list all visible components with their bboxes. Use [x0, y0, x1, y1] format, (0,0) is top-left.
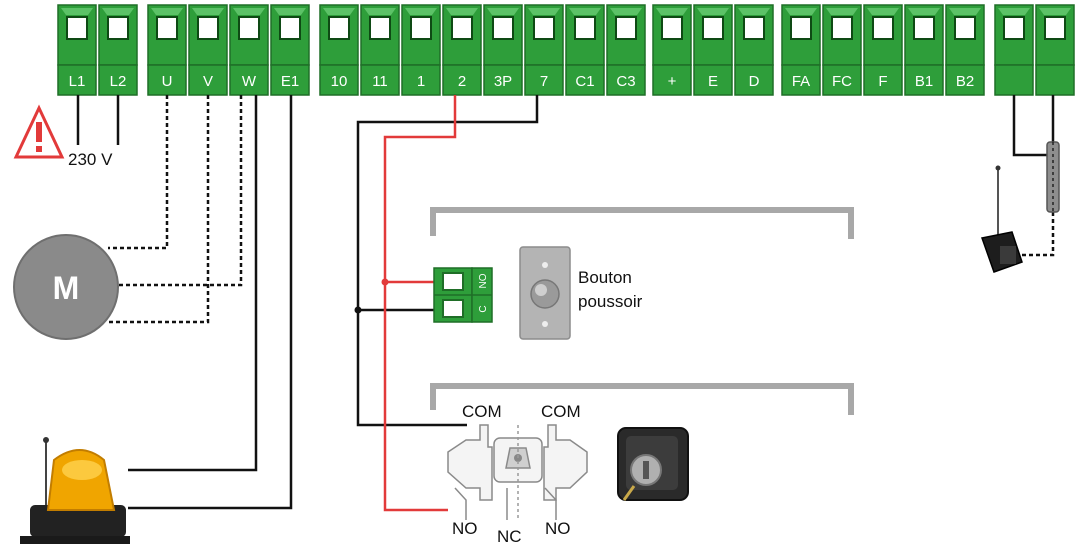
terminal-group-motor: U V W E1 [147, 4, 310, 96]
key-switch-nc: NC [497, 527, 522, 544]
terminal-group-antenna [994, 4, 1075, 96]
supply-voltage-label: 230 V [68, 150, 113, 169]
terminal: 2 [442, 4, 482, 96]
terminal: E [693, 4, 733, 96]
terminal-label: B1 [915, 73, 933, 90]
terminal-label: E1 [281, 73, 299, 90]
push-button-label-1: Bouton [578, 268, 632, 287]
terminal-label: V [203, 73, 213, 90]
motor: M [13, 234, 119, 340]
terminal: 10 [319, 4, 359, 96]
terminal-label: C3 [616, 73, 635, 90]
lamp-wires [128, 95, 293, 510]
terminal: + [652, 4, 692, 96]
key-switch-bracket [430, 383, 854, 415]
terminal-group-limits: FA FC F B1 B2 [781, 4, 985, 96]
terminal: B2 [945, 4, 985, 96]
push-button-label-2: poussoir [578, 292, 643, 311]
command-wires-red [383, 95, 457, 512]
key-switch-contacts [447, 424, 588, 520]
terminal [1035, 4, 1075, 96]
junction-dot [381, 278, 389, 286]
terminal: 7 [524, 4, 564, 96]
terminal: 11 [360, 4, 400, 96]
motor-wires [108, 95, 243, 324]
push-button-device [519, 246, 571, 340]
key-switch-no-left: NO [452, 519, 478, 538]
terminal: E1 [270, 4, 310, 96]
terminal: V [188, 4, 228, 96]
command-wires-black [356, 95, 539, 427]
warning-triangle-icon [13, 104, 65, 159]
terminal: 3P [483, 4, 523, 96]
terminal-label: E [708, 73, 718, 90]
terminal: W [229, 4, 269, 96]
terminal: FC [822, 4, 862, 96]
contact-c-label: C [478, 305, 489, 312]
terminal-label: W [242, 73, 257, 90]
terminal-label: 2 [458, 73, 466, 90]
terminal: 1 [401, 4, 441, 96]
terminal-label: F [878, 73, 887, 90]
terminal-group-power: L1 L2 [57, 4, 138, 96]
key-switch-device [617, 427, 689, 501]
terminal: F [863, 4, 903, 96]
terminal-label: + [668, 73, 677, 90]
terminal: L1 [57, 4, 97, 96]
key-switch-com-right: COM [541, 402, 581, 421]
motor-letter: M [53, 270, 80, 306]
terminal-label: 11 [372, 73, 388, 90]
terminal-label: FA [792, 73, 810, 90]
push-button-bracket [430, 207, 854, 239]
junction-dot [354, 306, 362, 314]
terminal-label: L2 [110, 73, 127, 90]
key-switch-no-right: NO [545, 519, 571, 538]
terminal-label: 7 [540, 73, 548, 90]
terminal-label: D [749, 73, 760, 90]
terminal: L2 [98, 4, 138, 96]
flashing-lamp [20, 437, 130, 544]
power-wires [76, 95, 120, 145]
terminal-label: U [162, 73, 173, 90]
terminal-label: B2 [956, 73, 974, 90]
contact-no-label: NO [478, 273, 489, 288]
terminal: U [147, 4, 187, 96]
terminal: D [734, 4, 774, 96]
terminal: FA [781, 4, 821, 96]
terminal-label: 1 [417, 73, 425, 90]
terminal: C3 [606, 4, 646, 96]
push-button-terminal: NO C [433, 267, 493, 323]
terminal-label: FC [832, 73, 852, 90]
terminal-label: 3P [494, 73, 512, 90]
antenna-device [981, 165, 1023, 273]
terminal-label: 10 [331, 73, 348, 90]
terminal [994, 4, 1034, 96]
key-switch-com-left: COM [462, 402, 502, 421]
antenna-cable [1046, 141, 1060, 213]
terminal: B1 [904, 4, 944, 96]
terminal-group-encoder: + E D [652, 4, 774, 96]
terminal-label: C1 [575, 73, 594, 90]
terminal-label: L1 [69, 73, 86, 90]
terminal: C1 [565, 4, 605, 96]
